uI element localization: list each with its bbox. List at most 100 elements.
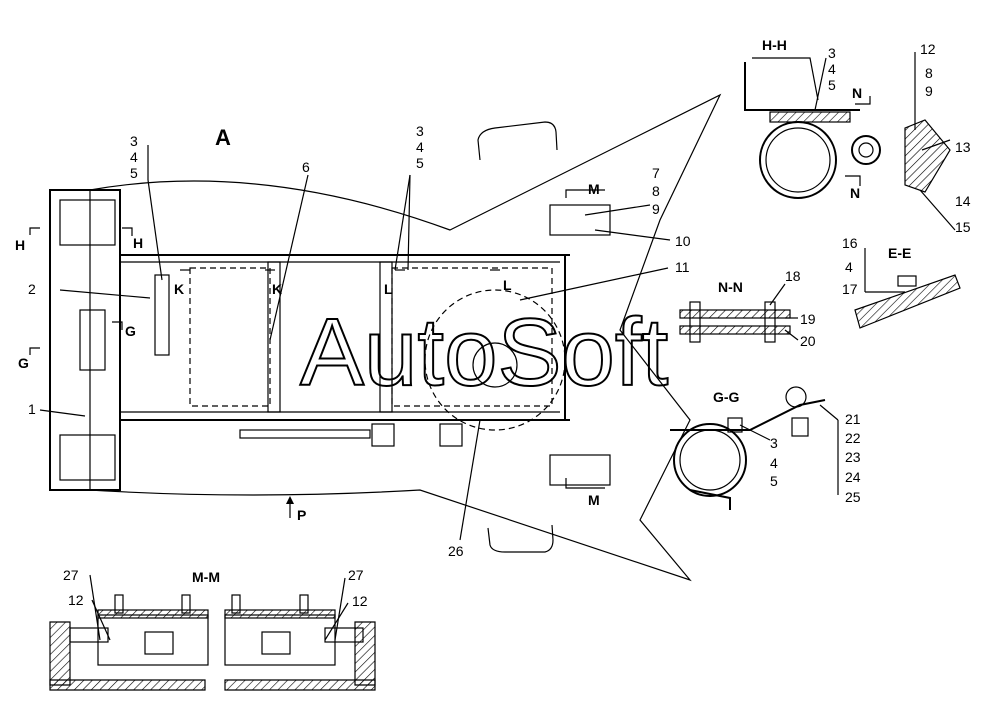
gg-callout-3: 3 <box>770 435 778 451</box>
gg-leader-21 <box>819 404 839 421</box>
handle-top <box>477 121 558 161</box>
callout-10: 10 <box>675 233 691 249</box>
callout-7: 7 <box>652 165 660 181</box>
tow-rod <box>239 429 371 439</box>
gg-callout-5: 5 <box>770 473 778 489</box>
watermark: AutoSoft <box>300 299 668 406</box>
ee-callout-16: 16 <box>842 235 858 251</box>
cut-mark-h-right: H <box>133 235 143 251</box>
gg-leader-345 <box>739 424 771 441</box>
mm-right-housing <box>224 614 336 666</box>
gg-bolt <box>727 417 743 433</box>
section-gg-title: G-G <box>713 389 740 405</box>
end-clamp-top <box>59 199 116 246</box>
gg-callout-22: 22 <box>845 430 861 446</box>
hh-pin-inner <box>858 142 874 158</box>
gg-bracket-bottom <box>689 489 731 510</box>
leader-345-left-b <box>147 179 163 281</box>
callout-4-left: 4 <box>130 149 138 165</box>
mm-left-housing <box>97 614 209 666</box>
mm-leader-12a <box>91 599 111 641</box>
cut-mark-k-1: K <box>174 281 184 297</box>
gg-callout-25: 25 <box>845 489 861 505</box>
section-nn-title: N-N <box>718 279 743 295</box>
leader-26 <box>459 419 481 541</box>
mark-h-right <box>122 227 133 236</box>
end-clamp-bottom <box>59 434 116 481</box>
nn-rod-top <box>679 309 791 319</box>
mm-right-flange <box>224 679 376 691</box>
arrow-p-head <box>286 496 294 504</box>
mm-right-web <box>354 621 376 686</box>
cut-mark-m-top: M <box>588 181 600 197</box>
nn-leader-18 <box>769 283 786 306</box>
hh-bracket-top <box>752 57 819 101</box>
gg-callout-24: 24 <box>845 469 861 485</box>
end-plate <box>49 189 121 491</box>
mm-leader-27b <box>334 577 346 641</box>
cut-mark-g-left: G <box>18 355 29 371</box>
handle-bottom <box>487 524 554 553</box>
mm-callout-27-right: 27 <box>348 567 364 583</box>
wheel-hub <box>472 342 518 388</box>
callout-11: 11 <box>675 259 690 275</box>
mm-right-top-plate <box>224 609 336 619</box>
hh-leader-15 <box>919 189 956 231</box>
leader-1 <box>39 409 86 417</box>
section-h-h: H-H 3 4 5 12 8 9 13 14 15 N N <box>744 37 971 235</box>
callout-3-left: 3 <box>130 133 138 149</box>
nn-leader-20 <box>784 329 799 341</box>
hh-callout-12: 12 <box>920 41 936 57</box>
leader-6 <box>269 174 309 341</box>
hidden-panel-1 <box>189 267 271 407</box>
section-n-n: N-N 18 19 20 <box>679 268 816 349</box>
hh-tube <box>759 121 837 199</box>
callout-1: 1 <box>28 401 36 417</box>
callout-26: 26 <box>448 543 464 559</box>
nn-callout-20: 20 <box>800 333 816 349</box>
cut-mark-l-1: L <box>384 281 393 297</box>
gg-clamp <box>791 417 809 437</box>
hh-leader-345 <box>814 57 827 111</box>
hinge-strip <box>154 274 170 356</box>
callout-4-mid: 4 <box>416 139 424 155</box>
mm-right-block <box>261 631 291 655</box>
arrow-m-top <box>565 189 605 198</box>
gg-tube-inner <box>679 429 741 491</box>
nn-callout-18: 18 <box>785 268 801 284</box>
hh-callout-5: 5 <box>828 77 836 93</box>
hh-callout-13: 13 <box>955 139 971 155</box>
hh-mark-n-top <box>855 96 871 105</box>
leader-11 <box>519 267 669 301</box>
cut-mark-g-right: G <box>125 323 136 339</box>
mm-callout-12-right: 12 <box>352 593 368 609</box>
ee-callout-17: 17 <box>842 281 858 297</box>
cross-member-1 <box>267 261 281 413</box>
arrow-m-bottom <box>565 478 605 489</box>
hh-callout-8: 8 <box>925 65 933 81</box>
mm-right-stud-2 <box>299 594 309 614</box>
callout-5-mid: 5 <box>416 155 424 171</box>
mark-g-left <box>29 347 40 355</box>
hh-clamp <box>904 119 951 193</box>
main-view-labels: A 3 4 5 3 4 5 6 7 8 9 10 11 2 1 26 H H G… <box>15 123 691 559</box>
callout-8: 8 <box>652 183 660 199</box>
cut-mark-m-bottom: M <box>588 492 600 508</box>
nn-collar-2 <box>764 301 776 343</box>
mount-m-top <box>549 204 611 236</box>
gg-callout-4: 4 <box>770 455 778 471</box>
hh-leader-13 <box>921 139 951 151</box>
hh-plate <box>769 111 851 123</box>
leader-789 <box>584 204 651 216</box>
nn-callout-19: 19 <box>800 311 816 327</box>
ee-bolt-head <box>897 275 917 287</box>
mm-left-stud-1 <box>114 594 124 614</box>
mm-left-block <box>144 631 174 655</box>
hh-callout-9: 9 <box>925 83 933 99</box>
nn-collar-1 <box>689 301 701 343</box>
gg-tube <box>673 423 747 497</box>
cut-mark-p: P <box>297 507 306 523</box>
hh-tube-inner <box>765 127 831 193</box>
hh-bracket <box>744 62 860 111</box>
mm-left-pin <box>69 627 109 643</box>
